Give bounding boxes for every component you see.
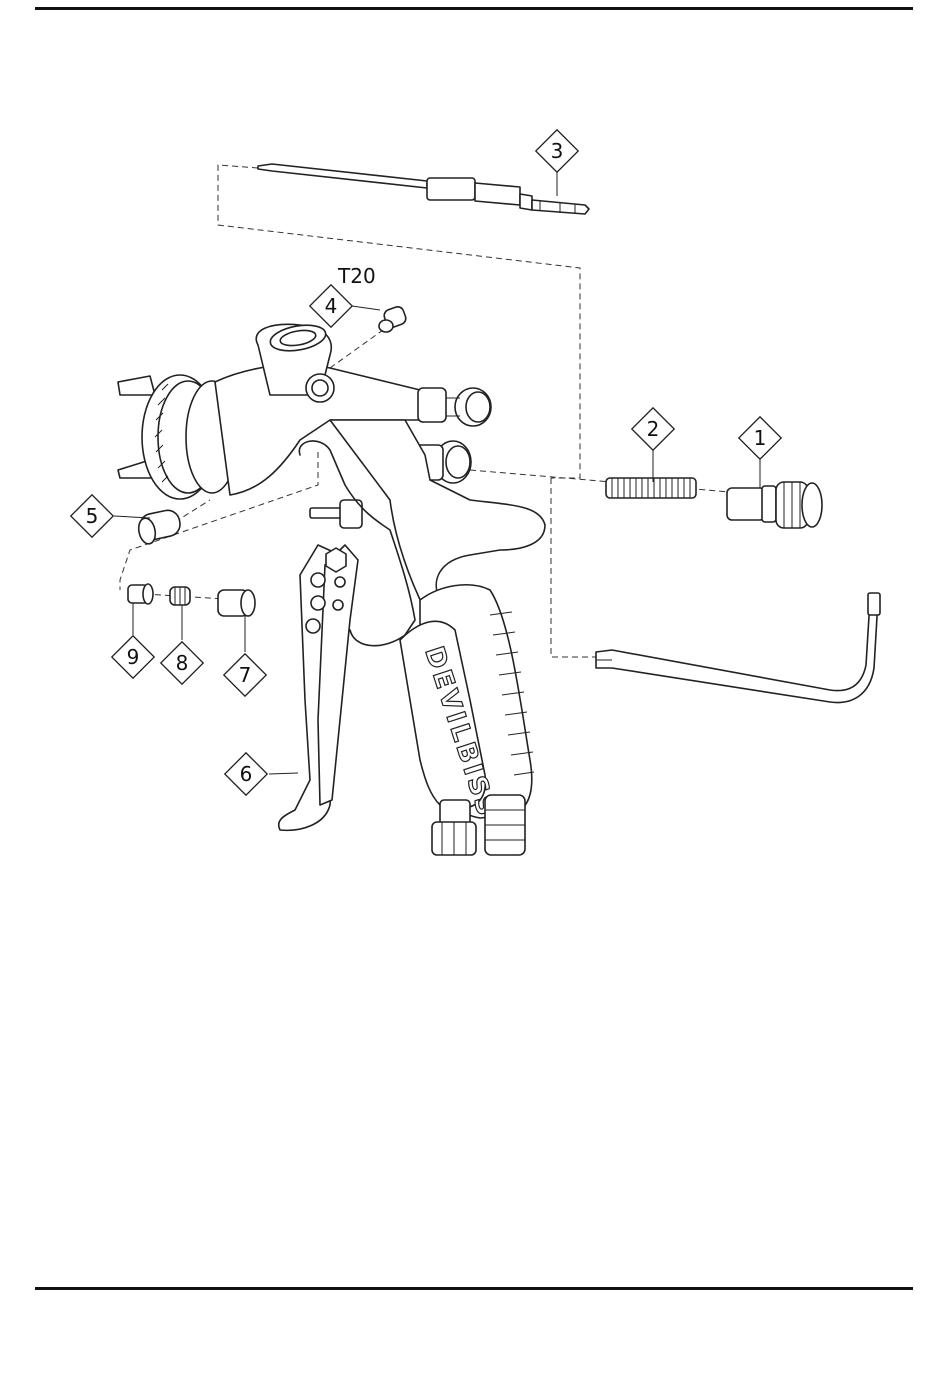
service-wrench bbox=[596, 593, 880, 703]
seal-7 bbox=[218, 590, 255, 616]
callout-2: 2 bbox=[632, 408, 674, 450]
callout-4-label: 4 bbox=[325, 294, 338, 318]
callout-3: 3 bbox=[536, 130, 578, 172]
trigger bbox=[279, 545, 358, 830]
callout-8-label: 8 bbox=[176, 651, 189, 675]
callout-4: 4 bbox=[310, 285, 352, 327]
spring-8 bbox=[170, 587, 190, 605]
callout-9-label: 9 bbox=[127, 645, 140, 669]
fluid-adjusting-knob bbox=[727, 482, 822, 528]
callout-6-label: 6 bbox=[240, 762, 253, 786]
torque-label: T20 bbox=[337, 264, 376, 288]
callout-3-label: 3 bbox=[551, 139, 564, 163]
fluid-needle bbox=[258, 164, 589, 214]
callout-1: 1 bbox=[739, 417, 781, 459]
needle-spring bbox=[606, 478, 696, 498]
callout-5-label: 5 bbox=[86, 504, 99, 528]
callout-6: 6 bbox=[225, 753, 267, 795]
fitting-9 bbox=[128, 584, 153, 604]
cup-fitting bbox=[379, 305, 407, 332]
callout-7-label: 7 bbox=[239, 663, 252, 687]
callout-9: 9 bbox=[112, 636, 154, 678]
callout-8: 8 bbox=[161, 642, 203, 684]
callout-7: 7 bbox=[224, 654, 266, 696]
callout-2-label: 2 bbox=[647, 417, 660, 441]
callout-1-label: 1 bbox=[754, 426, 767, 450]
callout-5: 5 bbox=[71, 495, 113, 537]
